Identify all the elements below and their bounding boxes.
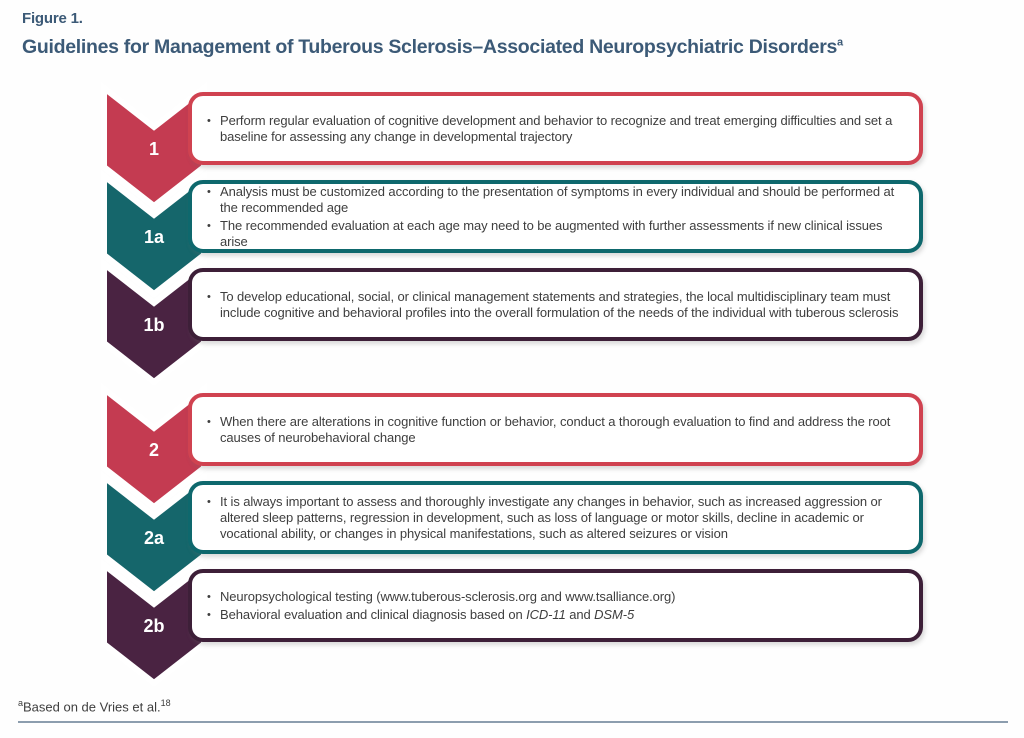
figure-title-superscript: a	[837, 36, 843, 49]
footnote-superscript: a	[18, 698, 24, 708]
arrow-label-1: 1	[149, 139, 159, 159]
chevron-arrow-2b	[101, 558, 207, 687]
chevron-arrow-2	[101, 382, 207, 511]
chevron-arrow-1a	[101, 169, 207, 298]
chevron-arrow-1	[101, 81, 207, 210]
figure-footer: aBased on de Vries et al.18	[18, 698, 1008, 724]
figure-header: Figure 1. Guidelines for Management of T…	[22, 10, 843, 59]
chevron-arrow-1b	[101, 257, 207, 386]
arrow-label-1a: 1a	[144, 227, 165, 247]
figure-label: Figure 1.	[22, 10, 83, 27]
figure-title-text: Guidelines for Management of Tuberous Sc…	[22, 36, 838, 58]
arrow-label-2b: 2b	[143, 616, 164, 636]
chevron-arrow-2a	[101, 470, 207, 599]
footnote: aBased on de Vries et al.18	[18, 698, 1008, 714]
footnote-reference: 18	[160, 698, 171, 708]
arrow-label-2: 2	[149, 440, 159, 460]
arrow-label-1b: 1b	[143, 315, 164, 335]
footnote-text: Based on de Vries et al.	[23, 699, 161, 715]
arrow-label-2a: 2a	[144, 528, 165, 548]
footer-rule	[18, 721, 1008, 724]
figure-title: Guidelines for Management of Tuberous Sc…	[22, 36, 843, 59]
